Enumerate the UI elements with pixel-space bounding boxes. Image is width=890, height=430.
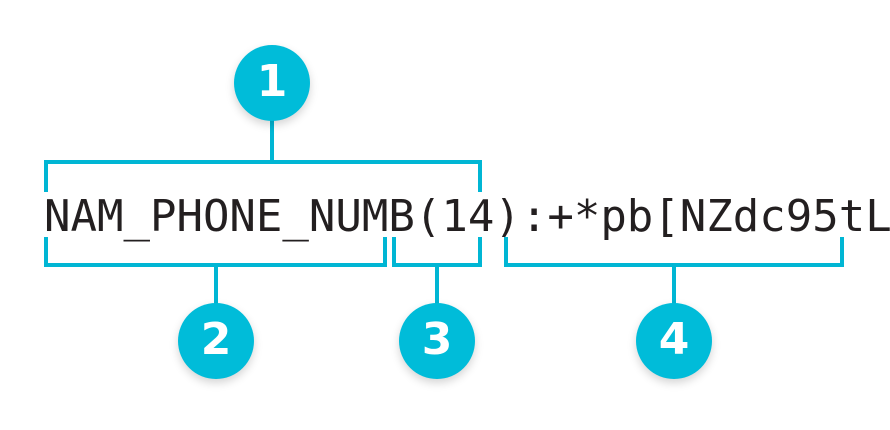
badge-2: 2 [178, 303, 254, 379]
stem-badge-1 [270, 120, 274, 162]
badge-4-label: 4 [658, 314, 690, 365]
badge-1-label: 1 [256, 56, 288, 107]
stem-badge-2 [214, 265, 218, 309]
string-segment-name: NAM_PHONE_NUMB [44, 191, 415, 242]
string-segment-value: :+*pb[NZdc95tLB [520, 191, 890, 242]
badge-4: 4 [636, 303, 712, 379]
badge-3-label: 3 [421, 314, 453, 365]
badge-3: 3 [399, 303, 475, 379]
stem-badge-3 [435, 265, 439, 309]
annotated-string: NAM_PHONE_NUMB(14):+*pb[NZdc95tLB [44, 186, 890, 248]
badge-2-label: 2 [200, 314, 232, 365]
stem-badge-4 [672, 265, 676, 309]
badge-1: 1 [234, 45, 310, 121]
string-segment-length: (14) [414, 191, 521, 242]
